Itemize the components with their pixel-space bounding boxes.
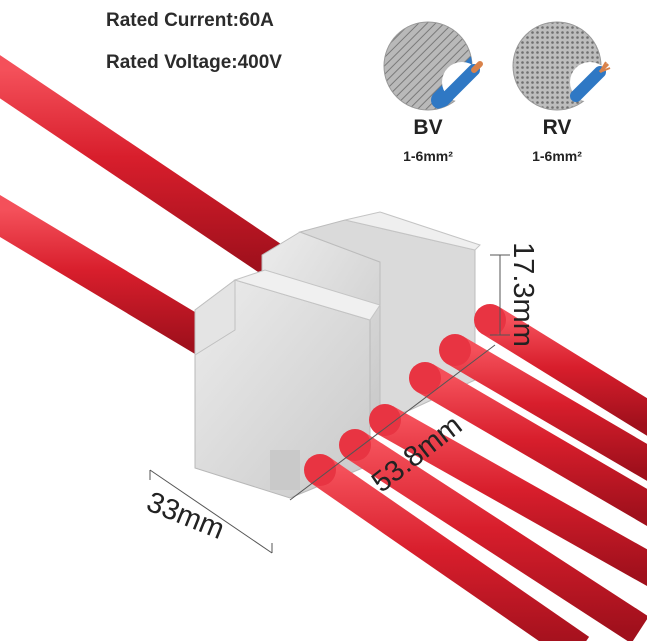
rv-wire-name: RV	[542, 116, 572, 139]
height-dimension-label: 17.3mm	[506, 242, 539, 347]
width-dimension-line	[149, 469, 273, 554]
input-wire-upper	[0, 55, 291, 280]
rated-voltage-label: Rated Voltage:400V	[106, 52, 282, 73]
input-wire-lower	[0, 195, 225, 361]
connector-housing-front	[194, 269, 381, 499]
stranded-conductor-wire-icon	[512, 21, 611, 111]
height-dimension-line	[490, 254, 510, 336]
output-wire-3	[409, 362, 647, 526]
length-dimension-line	[289, 344, 496, 501]
output-wire-6	[304, 454, 590, 641]
bv-wire-range: 1-6mm²	[403, 148, 453, 164]
output-wire-5	[339, 429, 647, 641]
rated-current-label: Rated Current:60A	[106, 10, 274, 31]
output-wire-2	[439, 334, 647, 481]
solid-conductor-wire-icon	[383, 21, 483, 111]
bv-wire-name: BV	[413, 116, 443, 139]
rv-wire-range: 1-6mm²	[532, 148, 582, 164]
output-wire-1	[474, 304, 647, 436]
output-wire-4	[369, 404, 647, 587]
